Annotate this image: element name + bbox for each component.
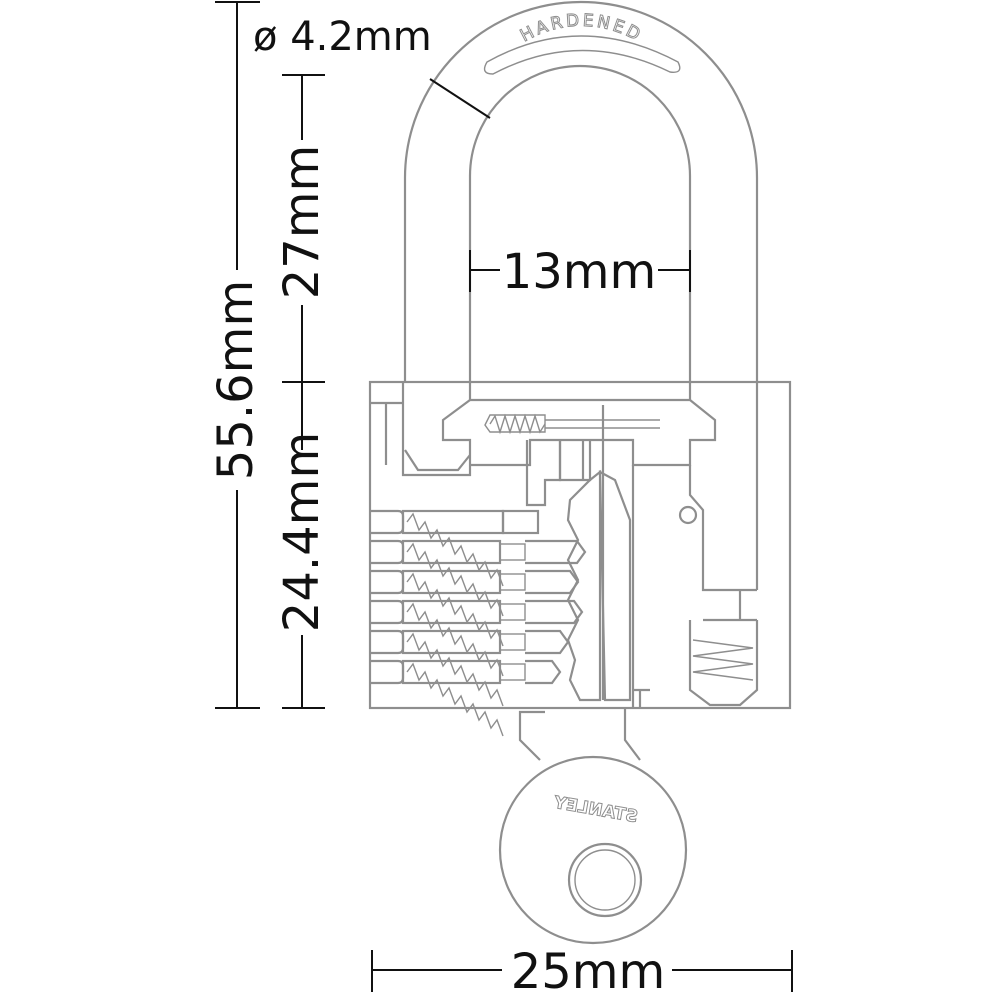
lock-body — [368, 380, 792, 710]
hardened-band — [483, 35, 681, 75]
dimension-shackle-diameter: ø 4.2mm — [253, 14, 491, 119]
dimension-body-width: 25mm — [371, 944, 793, 1000]
shackle-diameter-label: ø 4.2mm — [253, 14, 432, 60]
shackle-width-label: 13mm — [502, 244, 657, 300]
pin-row — [370, 659, 562, 737]
dimension-overall-height: 55.6mm — [208, 1, 264, 709]
shackle-clearance-label: 27mm — [274, 145, 330, 300]
pin-row — [370, 599, 584, 677]
body-height-label: 24.4mm — [274, 432, 330, 632]
hardened-engraving: HARDENED — [517, 11, 646, 47]
key: STANLEY — [498, 708, 688, 945]
dimension-body-height: 24.4mm — [274, 432, 330, 709]
stanley-engraving: STANLEY — [552, 793, 640, 828]
pin-row — [370, 629, 570, 707]
body-width-label: 25mm — [511, 944, 666, 1000]
pin-row — [370, 539, 587, 617]
pin-row — [370, 509, 540, 587]
overall-height-label: 55.6mm — [208, 280, 264, 480]
pin-row — [370, 569, 580, 647]
dimension-shackle-clearance: 27mm — [274, 74, 330, 450]
pin-stack — [370, 509, 587, 737]
dimension-shackle-width: 13mm — [469, 244, 691, 300]
